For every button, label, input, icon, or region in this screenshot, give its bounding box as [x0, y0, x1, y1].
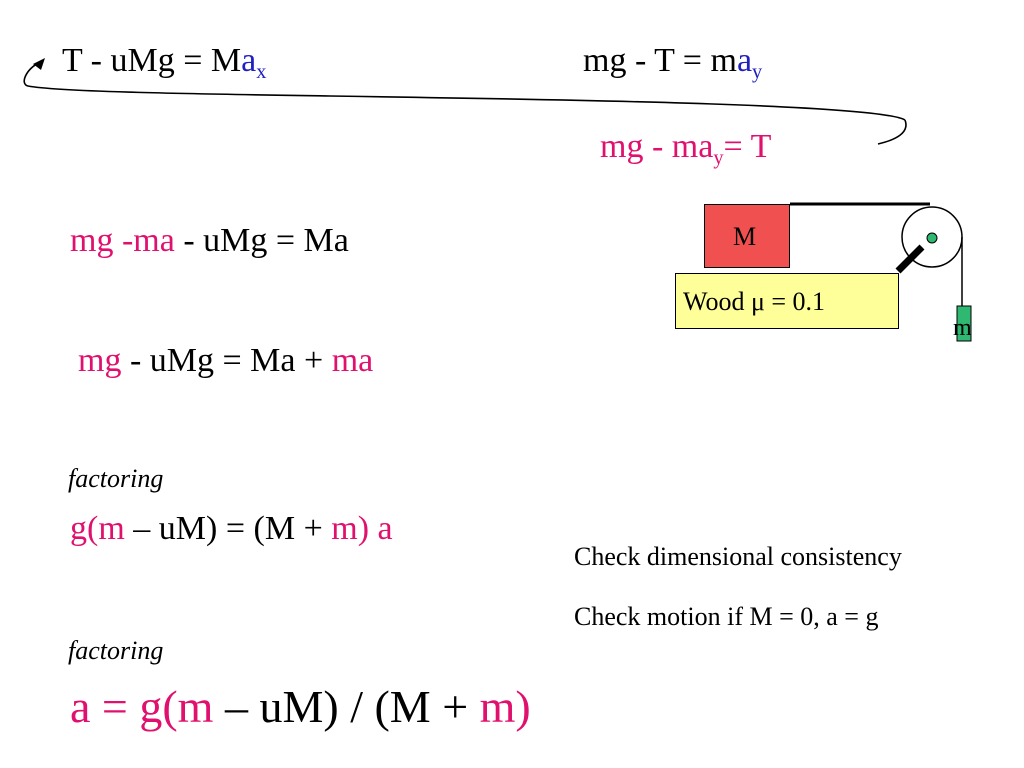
check-motion: Check motion if M = 0, a = g — [574, 602, 879, 631]
equation-rearranged: mg - uMg = Ma + ma — [78, 342, 374, 379]
equation-tension-solved: mg - may= T — [600, 128, 772, 170]
pulley-bracket — [895, 244, 925, 274]
equation-final-acceleration: a = g(m – uM) / (M + m) — [70, 681, 531, 732]
hanging-mass-label: m — [953, 315, 972, 341]
equation-horizontal-forces: T - uMg = Max — [62, 42, 267, 84]
arrow-head-icon — [33, 58, 45, 70]
hanging-mass — [956, 305, 972, 342]
factoring-label-2: factoring — [68, 636, 164, 665]
equation-factored: g(m – uM) = (M + m) a — [70, 510, 393, 547]
block-M-label: M — [733, 222, 757, 251]
pulley-axle — [926, 232, 938, 244]
equation-substituted: mg -ma - uMg = Ma — [70, 222, 349, 259]
equation-vertical-forces: mg - T = may — [583, 42, 763, 84]
check-dimensional: Check dimensional consistency — [574, 542, 902, 571]
wood-surface — [675, 273, 899, 329]
factoring-label-1: factoring — [68, 464, 164, 493]
block-M — [704, 204, 790, 268]
surface-label: Wood μ = 0.1 — [683, 287, 826, 316]
